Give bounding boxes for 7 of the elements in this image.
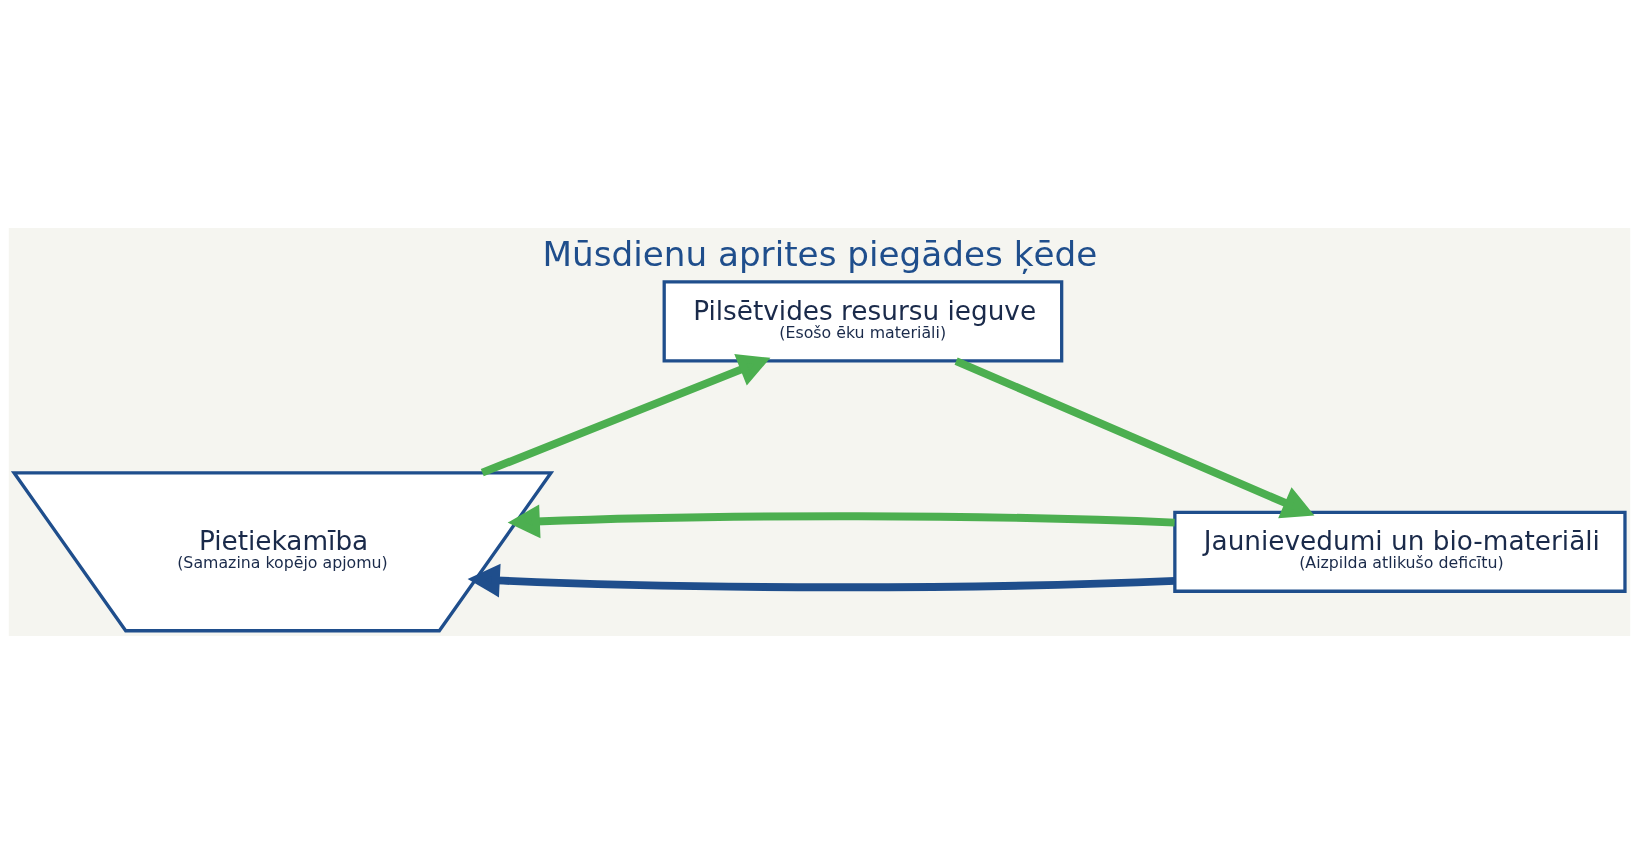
node-box: Jaunievedumi un bio-materiāli (Aizpilda atlikušo deficītu) bbox=[1173, 510, 1627, 593]
arrow bbox=[480, 354, 771, 477]
node-box: Pilsētvides resursu ieguve (Esošo ēku materiāli) bbox=[662, 280, 1064, 363]
arrow bbox=[954, 357, 1315, 519]
arrow bbox=[507, 504, 1175, 539]
arrow bbox=[467, 563, 1175, 598]
diagram-title: Mūsdienu aprites piegādes ķēde bbox=[542, 233, 1098, 274]
